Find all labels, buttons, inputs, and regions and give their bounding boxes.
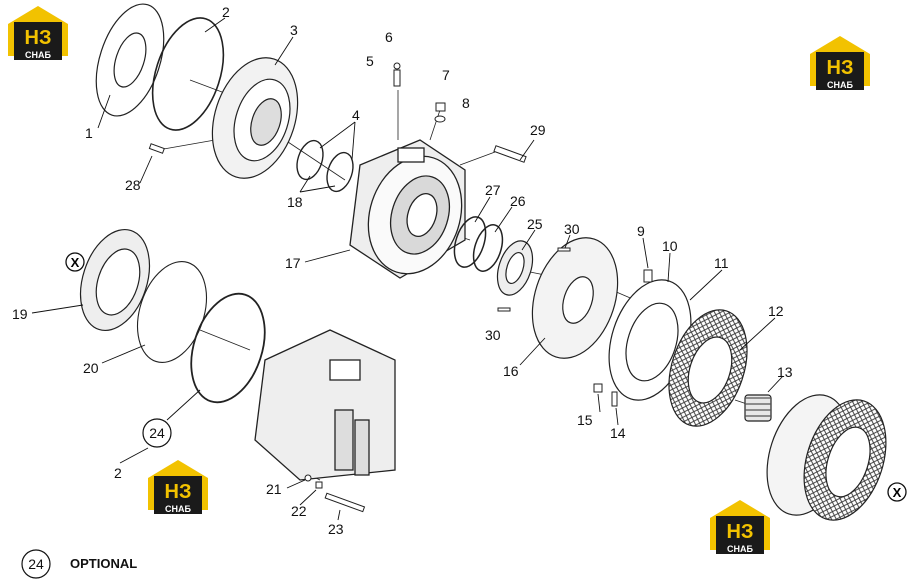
part-19-retainer (79, 228, 151, 332)
part-7-8-plug (434, 102, 446, 123)
label-2-top: 2 (222, 4, 230, 20)
svg-text:СНАБ: СНАБ (727, 544, 753, 554)
logo-top-left: НЗ СНАБ (8, 6, 68, 60)
svg-text:НЗ: НЗ (827, 57, 854, 79)
label-26: 26 (510, 193, 526, 209)
svg-text:НЗ: НЗ (727, 521, 754, 543)
marker-x-left: X (65, 252, 85, 272)
legend-optional-text: OPTIONAL (70, 556, 138, 571)
label-1: 1 (85, 125, 93, 141)
part-1-disc (95, 3, 165, 117)
legend-optional-circle: 24 (21, 549, 51, 579)
marker-x-right: X (887, 482, 907, 502)
label-20: 20 (83, 360, 99, 376)
svg-text:24: 24 (28, 556, 44, 572)
leader-lines (31, 17, 784, 521)
part-29-bolt (493, 145, 527, 163)
label-15: 15 (577, 412, 593, 428)
label-9: 9 (637, 223, 645, 239)
label-12: 12 (768, 303, 784, 319)
label-11: 11 (714, 255, 729, 271)
part-30-pins (497, 247, 571, 312)
label-27: 27 (485, 182, 501, 198)
svg-text:24: 24 (149, 425, 165, 441)
label-22: 22 (291, 503, 307, 519)
part-4-18-rings (296, 139, 354, 193)
part-17-housing (349, 139, 466, 279)
label-4: 4 (352, 107, 360, 123)
logo-top-right: НЗ СНАБ (810, 36, 870, 90)
label-29: 29 (530, 122, 546, 138)
part-2-oring-bottom (190, 292, 266, 404)
label-2-bottom: 2 (114, 465, 122, 481)
label-13: 13 (777, 364, 793, 380)
part-2-oring-top (151, 17, 225, 131)
label-19: 19 (12, 306, 28, 322)
svg-text:СНАБ: СНАБ (165, 504, 191, 514)
svg-text:НЗ: НЗ (165, 481, 192, 503)
label-30-bottom: 30 (485, 327, 501, 343)
label-7: 7 (442, 67, 450, 83)
part-14-15-fitting (593, 383, 618, 407)
part-12-friction-disc (668, 309, 748, 427)
part-friction-pack (766, 394, 887, 521)
label-17: 17 (285, 255, 301, 271)
callout-24: 24 (142, 418, 172, 448)
label-3: 3 (290, 22, 298, 38)
logo-bottom-right: НЗ СНАБ (710, 500, 770, 554)
label-30-top: 30 (564, 221, 580, 237)
part-5-6-fitting (393, 62, 401, 87)
svg-text:СНАБ: СНАБ (827, 80, 853, 90)
label-14: 14 (610, 425, 626, 441)
label-18: 18 (287, 194, 303, 210)
label-8: 8 (462, 95, 470, 111)
svg-text:X: X (71, 255, 80, 270)
logo-bottom-left: НЗ СНАБ (148, 460, 208, 514)
part-26-ring (472, 224, 504, 272)
label-16: 16 (503, 363, 519, 379)
part-16-plate (531, 237, 619, 359)
label-21: 21 (266, 481, 282, 497)
svg-text:НЗ: НЗ (25, 27, 52, 49)
svg-text:X: X (893, 485, 902, 500)
label-10: 10 (662, 238, 678, 254)
label-28: 28 (125, 177, 141, 193)
svg-text:СНАБ: СНАБ (25, 50, 51, 60)
part-13-hub (744, 394, 772, 422)
part-25-seal (496, 240, 534, 296)
part-3-piston (211, 57, 299, 179)
label-5: 5 (366, 53, 374, 69)
label-23: 23 (328, 521, 344, 537)
label-6: 6 (385, 29, 393, 45)
part-28-pin (148, 143, 165, 154)
label-25: 25 (527, 216, 543, 232)
part-21-23-bolts (304, 474, 366, 513)
part-axle-housing (254, 329, 396, 481)
